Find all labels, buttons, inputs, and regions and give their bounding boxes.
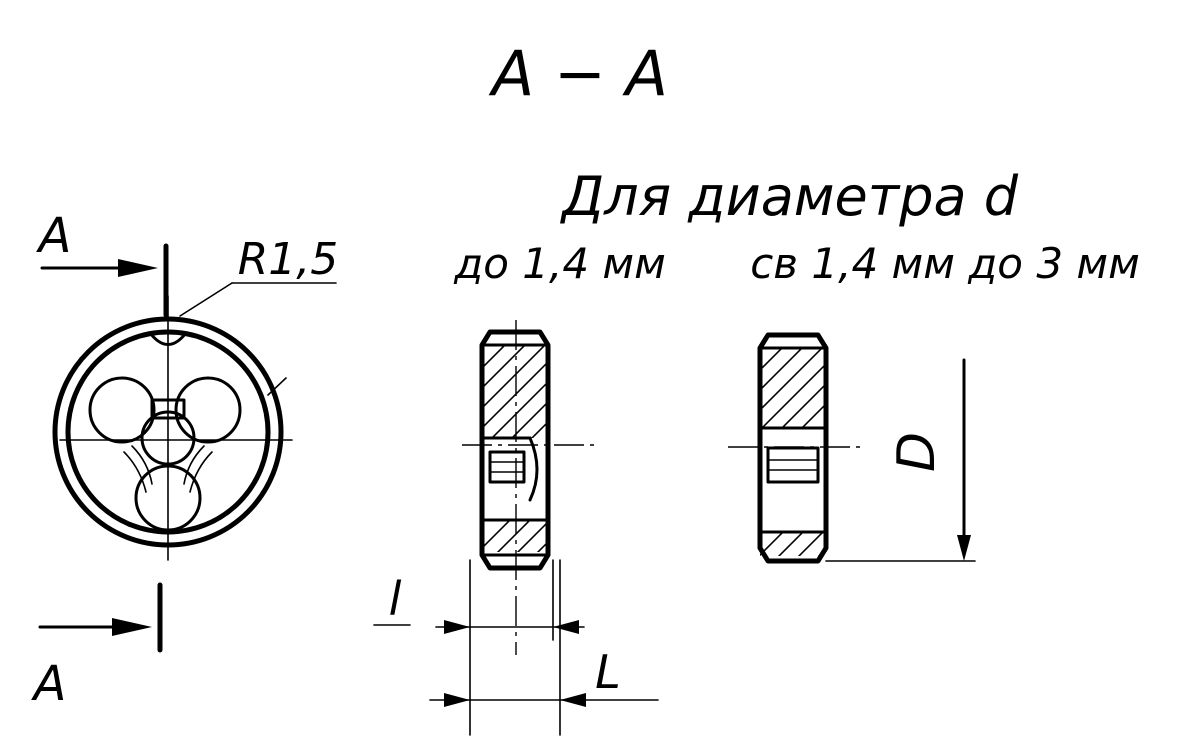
section-title: A − A <box>488 37 668 110</box>
heading-line-2-left: до 1,4 мм <box>453 239 666 288</box>
section-mark-top: A <box>36 208 72 264</box>
dimension-diameter <box>825 358 976 562</box>
section-arrow-top <box>40 259 158 277</box>
die-front-view <box>52 295 293 561</box>
dimension-small-l-label: l <box>389 572 402 626</box>
dimension-diameter-label: D <box>887 432 947 472</box>
radius-callout: R1,5 <box>238 234 339 285</box>
heading-line-2-right: св 1,4 мм до 3 мм <box>750 239 1140 288</box>
heading-line-1: Для диаметра d <box>560 165 1019 228</box>
dimension-large-l-label: L <box>595 645 621 699</box>
dimension-large-l <box>429 559 659 736</box>
section-mark-bottom: A <box>31 656 67 712</box>
section-view-large <box>728 332 862 564</box>
section-arrow-bottom <box>38 618 152 636</box>
dimension-small-l <box>373 559 585 736</box>
section-view-small <box>462 320 598 655</box>
radius-leader <box>179 282 337 317</box>
